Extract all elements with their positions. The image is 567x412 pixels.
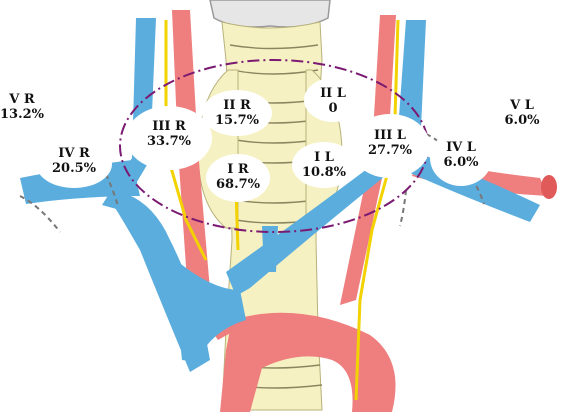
label-bubble-ii-r <box>202 90 272 136</box>
label-bubble-iv-l <box>430 130 492 186</box>
label-iii-l-name: III L <box>374 128 406 143</box>
inferior-thyroid-vein <box>262 226 278 272</box>
label-v-l-value: 6.0% <box>504 113 540 128</box>
label-i-l-name: I L <box>314 150 334 165</box>
label-ii-r-name: II R <box>223 98 251 113</box>
label-i-l-value: 10.8% <box>301 165 346 180</box>
label-i-l: I L 10.8% <box>294 150 354 180</box>
label-v-l-name: V L <box>510 98 534 113</box>
label-iv-l: IV L 6.0% <box>432 140 490 170</box>
label-v-l: V L 6.0% <box>496 98 548 128</box>
label-bubble-ii-l <box>304 78 362 122</box>
label-i-r-value: 68.7% <box>215 177 260 192</box>
label-iii-r-value: 33.7% <box>146 134 191 149</box>
label-bubble-i-r <box>206 154 270 202</box>
label-ii-r: II R 15.7% <box>206 98 268 128</box>
label-iii-r: III R 33.7% <box>134 119 204 149</box>
label-ii-l-value: 0 <box>328 101 338 116</box>
label-ii-l: II L 0 <box>306 86 360 116</box>
label-i-r: I R 68.7% <box>208 162 268 192</box>
label-iv-r: IV R 20.5% <box>42 146 106 176</box>
label-bubble-iii-l <box>350 114 430 178</box>
label-iv-r-value: 20.5% <box>51 161 96 176</box>
label-i-r-name: I R <box>227 162 249 177</box>
label-v-r-name: V R <box>9 92 35 107</box>
label-ii-l-name: II L <box>320 86 346 101</box>
label-iv-r-name: IV R <box>58 146 90 161</box>
label-iii-l: III L 27.7% <box>356 128 424 158</box>
subclavian-artery-cut <box>541 175 557 199</box>
label-iv-l-value: 6.0% <box>443 155 479 170</box>
label-bubble-iv-r <box>36 140 112 188</box>
aortic-arch <box>220 312 396 412</box>
label-iii-l-value: 27.7% <box>367 143 412 158</box>
superior-vena-cava <box>170 255 246 362</box>
label-v-r-value: 13.2% <box>0 107 45 122</box>
label-bubble-i-l <box>292 142 356 188</box>
label-bubble-iii-r <box>126 106 212 170</box>
left-common-carotid-artery <box>340 15 396 305</box>
label-iii-r-name: III R <box>152 119 186 134</box>
label-iv-l-name: IV L <box>446 140 476 155</box>
label-v-r: V R 13.2% <box>0 92 44 122</box>
label-ii-r-value: 15.7% <box>214 113 259 128</box>
right-common-carotid-artery <box>172 10 236 340</box>
